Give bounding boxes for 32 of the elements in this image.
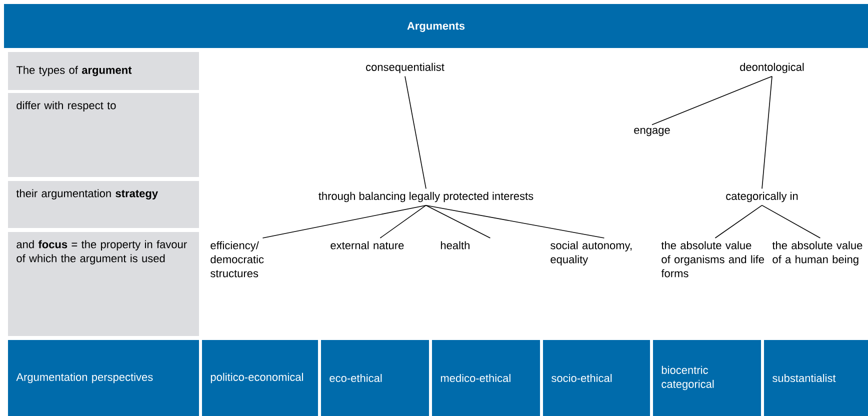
perspective-cell: socio-ethical [543,340,650,416]
connector-line [714,204,762,238]
connector-line [262,204,426,238]
row-label-cell: differ with respect to [8,93,199,177]
tree-label: health [440,241,470,250]
connector-line [426,204,491,238]
title-bar: Arguments [4,4,868,48]
row-label-cell: their argumentation strategy [8,181,199,228]
tree-label: social autonomy, equality [550,241,632,266]
tree-label: categorically in [726,192,798,202]
tree-label: consequentialist [366,62,444,74]
perspective-cell: biocentric categorical [653,340,761,416]
tree-label: external nature [330,241,404,250]
perspective-cell: politico-economical [202,340,318,416]
connector-line [762,76,772,190]
row-label-cell: The types of argument [8,52,199,90]
tree-label: through balancing legally protected interests [318,192,534,202]
tree-label: engage [634,128,670,136]
tree-label: efficiency/ democratic structures [210,241,264,278]
connector-line [652,76,772,126]
tree-label: the absolute value of a human being [772,241,862,266]
perspective-cell: Argumentation perspectives [8,340,199,416]
tree-label: deontological [740,62,804,74]
connector-line [762,204,821,238]
perspective-cell: substantialist [764,340,868,416]
perspective-cell: medico-ethical [432,340,540,416]
connector-line [380,204,426,238]
row-label-cell: and focus = the property in favour of which the argument is used [8,232,199,336]
connector-line [404,76,426,190]
perspective-cell: eco-ethical [321,340,429,416]
connector-line [426,204,605,238]
tree-label: the absolute value of organisms and life forms [661,241,764,278]
